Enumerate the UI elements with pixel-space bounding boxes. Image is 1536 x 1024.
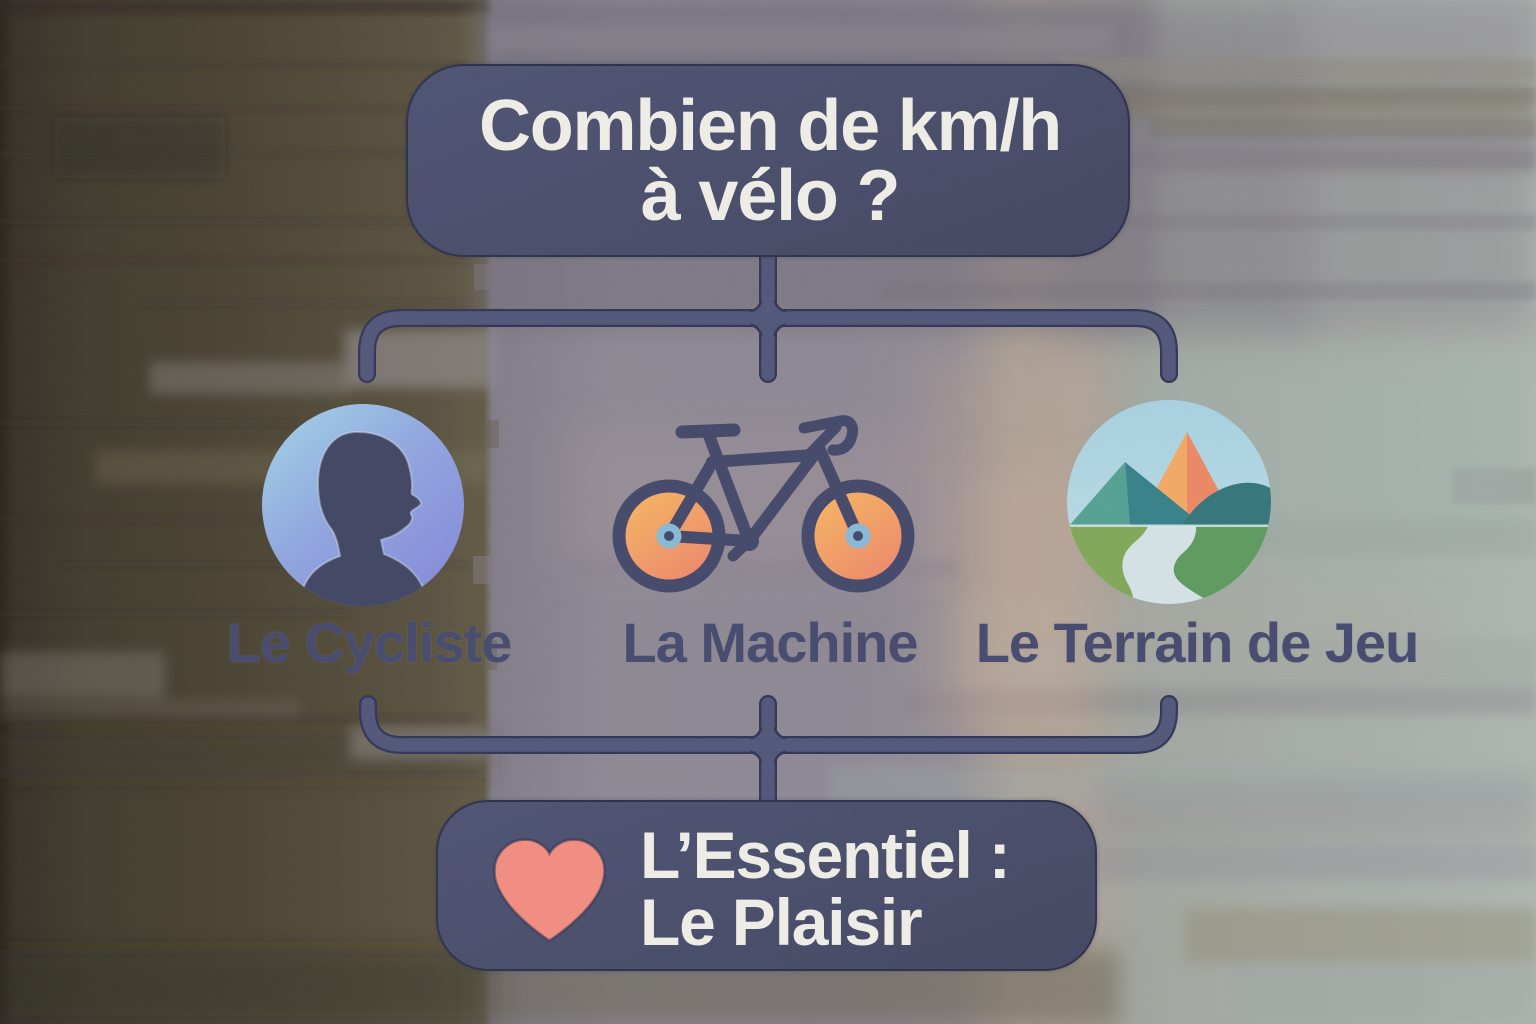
horizon-line (1067, 524, 1271, 527)
bicycle-icon (612, 415, 915, 593)
conclusion-node: L’Essentiel : Le Plaisir (436, 800, 1097, 971)
conclusion-line1: L’Essentiel : (640, 818, 1011, 892)
landscape-icon (1067, 400, 1271, 604)
person-icon (262, 404, 464, 606)
question-title-line1: Combien de km/h (478, 86, 1062, 166)
branch-label-machine: La Machine (622, 611, 919, 674)
question-title-line2: à vélo ? (640, 156, 901, 236)
conclusion-line2: Le Plaisir (640, 885, 923, 959)
heart-icon (493, 838, 606, 943)
branch-label-cyclist: Le Cycliste (226, 611, 513, 674)
question-node: Combien de km/h à vélo ? (406, 64, 1130, 257)
branch-label-terrain: Le Terrain de Jeu (975, 611, 1420, 674)
bicycle-crank (739, 531, 759, 551)
